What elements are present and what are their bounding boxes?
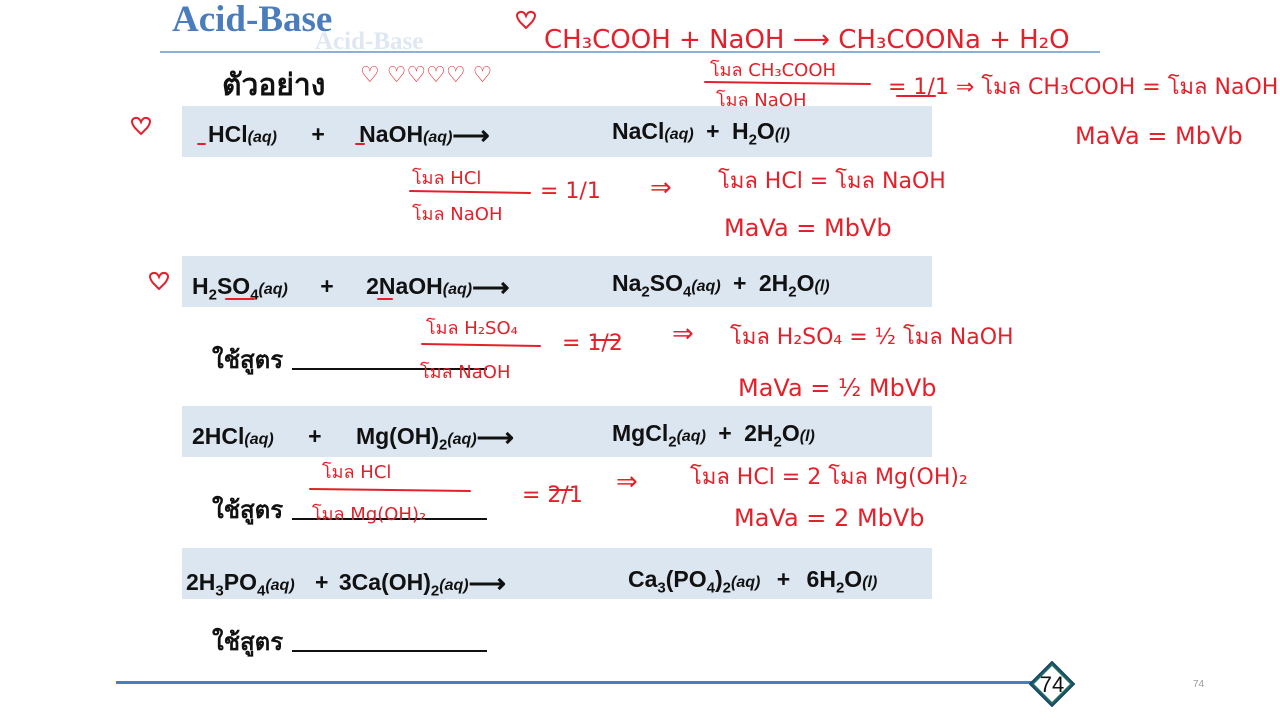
formula-label-3: ใช้สูตร [212, 496, 284, 524]
ink-eq2-den: โมล NaOH [420, 361, 510, 383]
equation-band-4 [182, 548, 932, 599]
ink-eq1-imp: ⇒ [650, 173, 672, 203]
example-label: ตัวอย่าง [222, 68, 326, 103]
ink-eq2-val: = 1/2 [562, 331, 623, 356]
formula-blank-2[interactable] [292, 368, 487, 370]
equation-2-reactants: H2SO4(aq) + 2NaOH(aq)⟶ [192, 272, 510, 304]
equation-4-reactants: 2H3PO4(aq) + 3Ca(OH)2(aq)⟶ [186, 568, 506, 600]
reaction-arrow-4: ⟶ [468, 568, 506, 598]
equation-band-1 [182, 106, 932, 157]
ink-eq3-num: โมล HCl [322, 461, 391, 483]
page-badge-diamond-icon [1029, 661, 1075, 707]
ink-top-ratio-num: โมล CH₃COOH [710, 59, 836, 81]
ink-top-mv: MaVa = MbVb [1075, 122, 1243, 150]
formula-label-2: ใช้สูตร [212, 346, 284, 374]
equation-2-products: Na2SO4(aq) + 2H2O(l) [612, 270, 830, 301]
ink-top-ratio-val: = 1/1 ⇒ โมล CH₃COOH = โมล NaOH [888, 74, 1278, 100]
ink-eq2-imp: ⇒ [672, 319, 694, 349]
ink-eq2-res2: MaVa = ½ MbVb [738, 374, 937, 402]
page-badge-number: 74 [1039, 672, 1065, 697]
ink-eq3-val: = 2/1 [522, 483, 583, 508]
ink-eq1-res2: MaVa = MbVb [724, 214, 892, 242]
ink-eq3-res2: MaVa = 2 MbVb [734, 504, 925, 532]
equation-band-3 [182, 406, 932, 457]
equation-1-reactants: HCl(aq) + NaOH(aq)⟶ [208, 120, 490, 150]
slide-title-shadow: Acid-Base [315, 28, 424, 55]
ink-eq2-res1: โมล H₂SO₄ = ½ โมล NaOH [730, 324, 1014, 350]
ink-eq3-den: โมล Mg(OH)₂ [312, 503, 426, 525]
bottom-divider [116, 681, 1054, 684]
ink-eq3-res1: โมล HCl = 2 โมล Mg(OH)₂ [690, 464, 968, 490]
equation-1-products: NaCl(aq) + H2O(l) [612, 118, 790, 149]
ink-eq1-den: โมล NaOH [412, 203, 502, 225]
equation-3-reactants: 2HCl(aq) + Mg(OH)2(aq)⟶ [192, 422, 514, 454]
formula-blank-3[interactable] [292, 518, 487, 520]
formula-label-4: ใช้สูตร [212, 628, 284, 656]
formula-blank-4[interactable] [292, 650, 487, 652]
ink-eq3-imp: ⇒ [616, 467, 638, 497]
heart-mark-icon [149, 271, 169, 291]
ink-hearts: ♡ ♡♡♡♡ ♡ [360, 63, 492, 88]
ink-eq1-num: โมล HCl [412, 167, 481, 189]
heart-mark-icon [516, 10, 536, 30]
reaction-arrow-1: ⟶ [452, 120, 490, 150]
reaction-arrow-2: ⟶ [472, 272, 510, 302]
heart-mark-icon [131, 116, 151, 136]
ink-eq2-num: โมล H₂SO₄ [426, 317, 518, 339]
equation-band-2 [182, 256, 932, 307]
equation-3-products: MgCl2(aq) + 2H2O(l) [612, 420, 815, 451]
slide-title: Acid-Base [172, 0, 333, 40]
top-divider [160, 51, 1100, 53]
reaction-arrow-3: ⟶ [476, 422, 514, 452]
ink-eq1-val: = 1/1 [540, 179, 601, 204]
slide-number: 74 [1193, 679, 1205, 690]
equation-4-products: Ca3(PO4)2(aq) + 6H2O(l) [628, 566, 878, 597]
ink-eq1-res1: โมล HCl = โมล NaOH [718, 168, 946, 194]
